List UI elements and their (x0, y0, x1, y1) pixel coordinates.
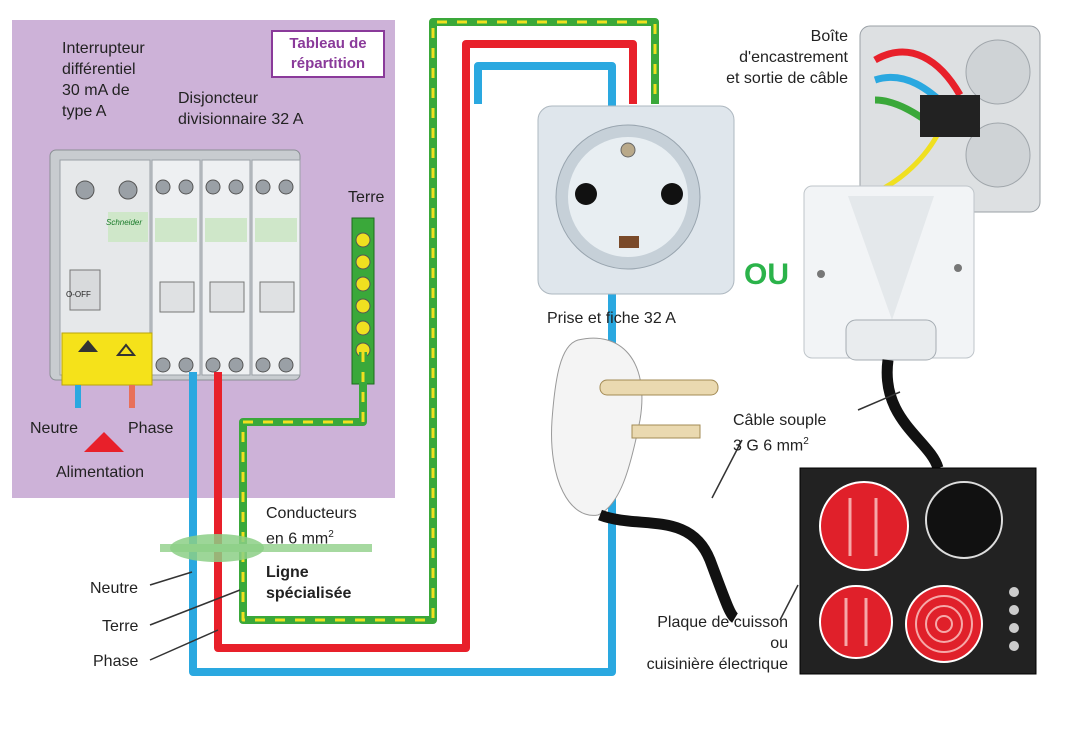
rcd-off-text: O-OFF (66, 290, 91, 299)
breaker-toggle-3 (259, 281, 295, 313)
earth-bar-label: Terre (348, 189, 385, 206)
hob-zone-1 (819, 481, 909, 571)
cable-outlet-plate (803, 185, 975, 471)
brand-text: Schneider (106, 218, 143, 227)
rcd-label: Interrupteur différentiel 30 mA de type … (62, 40, 145, 120)
hob (799, 467, 1037, 675)
supply-cover (61, 332, 153, 386)
hob-zone-4 (905, 585, 983, 663)
panel-title-line1: Tableau de (289, 35, 367, 52)
neutral-label: Neutre (30, 420, 79, 437)
plug (551, 337, 739, 623)
legend-neutral: Neutre (90, 580, 139, 597)
breaker-toggle-1 (159, 281, 195, 313)
supply-arrow-icon (84, 432, 124, 452)
rcd-toggle (69, 269, 101, 311)
panel-title: Tableau de répartition (271, 30, 385, 78)
legend-earth: Terre (102, 618, 139, 635)
phase-label: Phase (128, 420, 174, 437)
hob-zone-2 (925, 481, 1003, 559)
socket-caption: Prise et fiche 32 A (547, 310, 676, 327)
breaker-toggle-2 (209, 281, 245, 313)
panel-title-line2: répartition (290, 55, 366, 72)
breaker-module-2 (201, 159, 251, 376)
phase-wire (214, 40, 637, 652)
conductors-section-icon (170, 534, 264, 562)
plug-pin-1 (599, 379, 719, 396)
rcd-brand-strip (108, 212, 148, 242)
hob-zone-3 (819, 585, 893, 659)
supply-label: Alimentation (56, 464, 145, 481)
outlet-cable (881, 359, 944, 471)
dedicated-line-label: Ligne spécialisée (266, 564, 352, 602)
legend-leaders (149, 571, 241, 661)
appliance-label: Plaque de cuisson ou cuisinière électriq… (646, 614, 788, 673)
socket (537, 105, 735, 295)
conductors-label: Conducteurs en 6 mm2 (266, 505, 357, 548)
breaker-label: Disjoncteur divisionnaire 32 A (178, 90, 304, 128)
cable-label: Câble souple 3 G 6 mm2 (733, 412, 827, 455)
breaker-module-1 (151, 159, 201, 376)
plug-pin-2 (631, 424, 701, 439)
plug-cable (598, 509, 739, 623)
junction-box-label: Boîte d'encastrement et sortie de câble (726, 28, 848, 87)
dedicated-line (189, 18, 659, 676)
terminal-block (920, 95, 980, 137)
distribution-board (49, 149, 301, 386)
hob-controls (1009, 587, 1019, 651)
legend-phase: Phase (93, 653, 139, 670)
junction-box (859, 25, 1041, 213)
breaker-module-3 (251, 159, 301, 376)
or-label: OU (744, 258, 789, 291)
